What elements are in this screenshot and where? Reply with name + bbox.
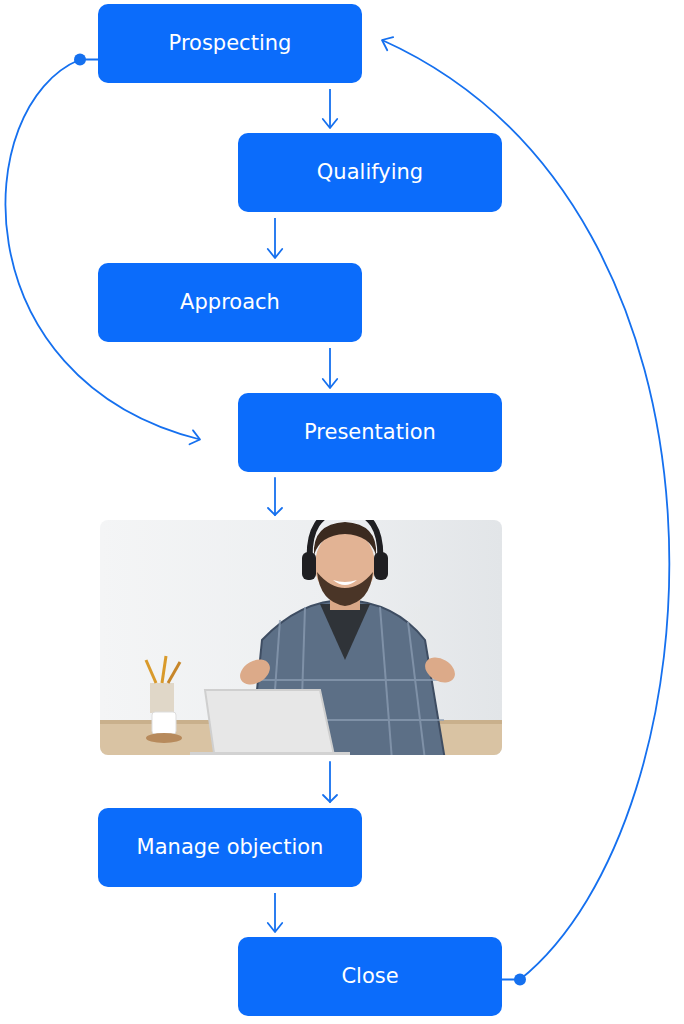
process-box: Close xyxy=(238,937,502,1016)
photo xyxy=(100,520,502,755)
box-label: Approach xyxy=(180,290,280,315)
flow-arrow xyxy=(323,89,337,128)
flow-arrow xyxy=(268,218,282,258)
box-label: Prospecting xyxy=(169,31,292,56)
box-label: Presentation xyxy=(304,420,436,445)
process-box: Prospecting xyxy=(98,4,362,83)
process-box: Qualifying xyxy=(238,133,502,212)
flow-arrow xyxy=(268,893,282,932)
process-box: Approach xyxy=(98,263,362,342)
box-label: Qualifying xyxy=(317,160,423,185)
box-label: Close xyxy=(341,964,398,989)
photo-arrow xyxy=(268,478,337,802)
process-box: Manage objection xyxy=(98,808,362,887)
box-label: Manage objection xyxy=(137,835,324,860)
process-box: Presentation xyxy=(238,393,502,472)
flow-arrow xyxy=(5,54,200,445)
flow-arrow xyxy=(323,348,337,388)
